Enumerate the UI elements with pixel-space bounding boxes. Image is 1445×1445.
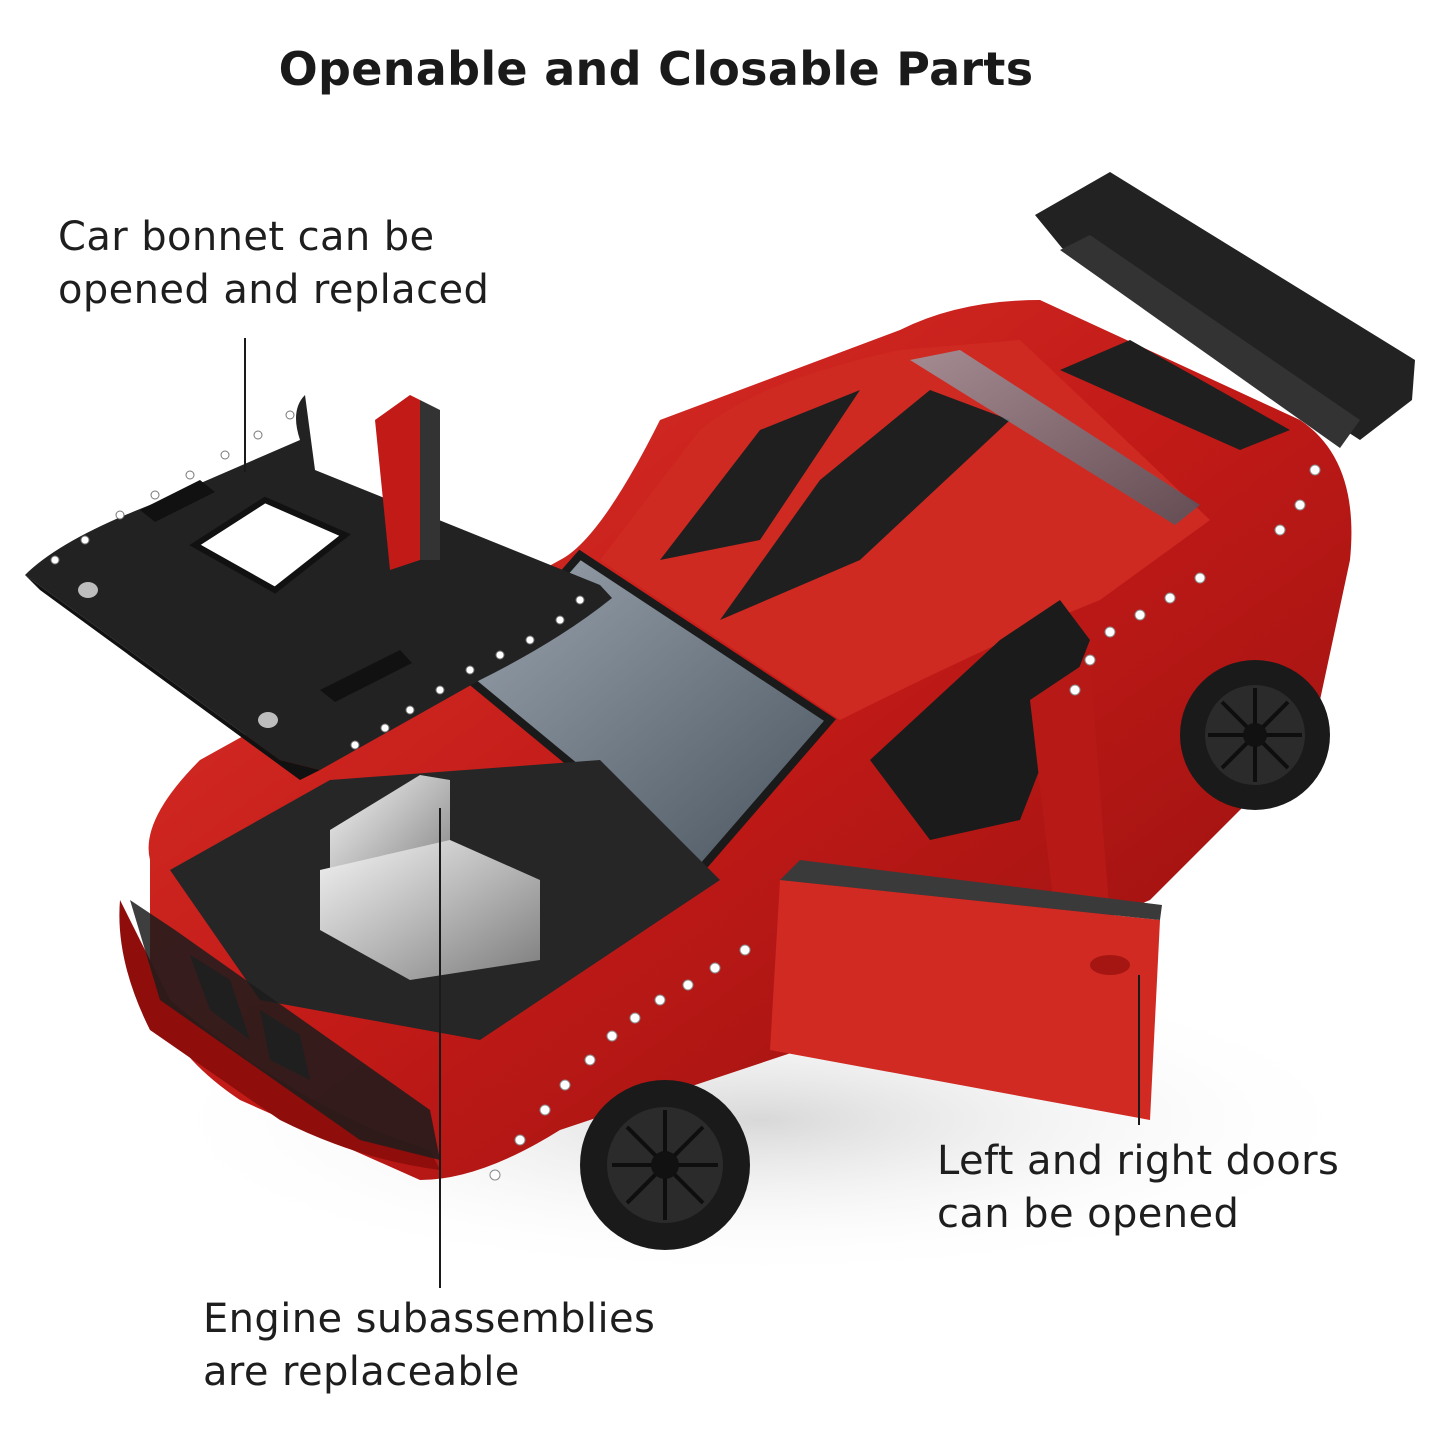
doors-callout-line1: Left and right doors: [937, 1138, 1340, 1184]
bonnet-callout: Car bonnet can be opened and replaced: [58, 211, 489, 317]
page-title: Openable and Closable Parts: [278, 42, 1034, 96]
doors-callout-line2: can be opened: [937, 1191, 1240, 1237]
engine-callout: Engine subassemblies are replaceable: [203, 1293, 655, 1399]
engine-callout-line2: are replaceable: [203, 1349, 520, 1395]
bonnet-callout-line2: opened and replaced: [58, 267, 490, 313]
doors-callout: Left and right doors can be opened: [937, 1135, 1339, 1241]
engine-callout-line1: Engine subassemblies: [203, 1296, 656, 1342]
bonnet-leader-line: [244, 338, 246, 472]
doors-leader-line: [1138, 975, 1140, 1125]
engine-leader-line: [439, 808, 441, 1288]
bonnet-callout-line1: Car bonnet can be: [58, 214, 435, 260]
